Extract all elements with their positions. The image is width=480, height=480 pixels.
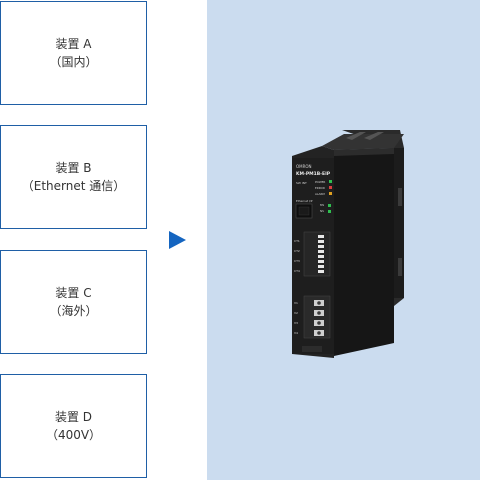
alarm-indicator-label: ALARM (315, 192, 325, 196)
device-d-note: （400V） (45, 428, 102, 442)
power-monitor-device-image: OMRON KM-PM1B-EIP SW INT POWER ERROR ALA… (292, 130, 404, 358)
device-c-note: （海外） (49, 304, 98, 318)
play-triangle-icon (169, 231, 186, 249)
device-c-name: 装置 C (55, 286, 92, 300)
ct3-label: CT3 (294, 259, 300, 263)
v4-label: V4 (294, 331, 298, 335)
v1-label: V1 (294, 301, 298, 305)
device-box-c: 装置 C （海外） (0, 250, 147, 354)
ethernet-port-label: Ethernet I/P (296, 199, 313, 203)
ct2-label: CT2 (294, 249, 300, 253)
ct4-label: CT4 (294, 269, 300, 273)
device-box-b: 装置 B （Ethernet 通信） (0, 125, 147, 229)
ns-led-label: NS (320, 209, 324, 213)
product-panel: OMRON KM-PM1B-EIP SW INT POWER ERROR ALA… (207, 0, 480, 480)
device-d-name: 装置 D (54, 410, 93, 424)
power-indicator-label: POWER (315, 180, 325, 184)
device-b-note: （Ethernet 通信） (21, 179, 126, 193)
device-a-name: 装置 A (55, 37, 92, 51)
v3-label: V3 (294, 321, 298, 325)
device-box-a: 装置 A （国内） (0, 1, 147, 105)
sw-int-label: SW INT (296, 181, 307, 185)
ms-led-label: MS (320, 203, 324, 207)
error-indicator-label: ERROR (315, 186, 325, 190)
device-a-note: （国内） (49, 55, 98, 69)
device-box-d: 装置 D （400V） (0, 374, 147, 478)
v2-label: V2 (294, 311, 298, 315)
model-label: KM-PM1B-EIP (296, 171, 331, 177)
device-b-name: 装置 B (55, 161, 92, 175)
brand-label: OMRON (296, 164, 312, 169)
ct1-label: CT1 (294, 239, 300, 243)
